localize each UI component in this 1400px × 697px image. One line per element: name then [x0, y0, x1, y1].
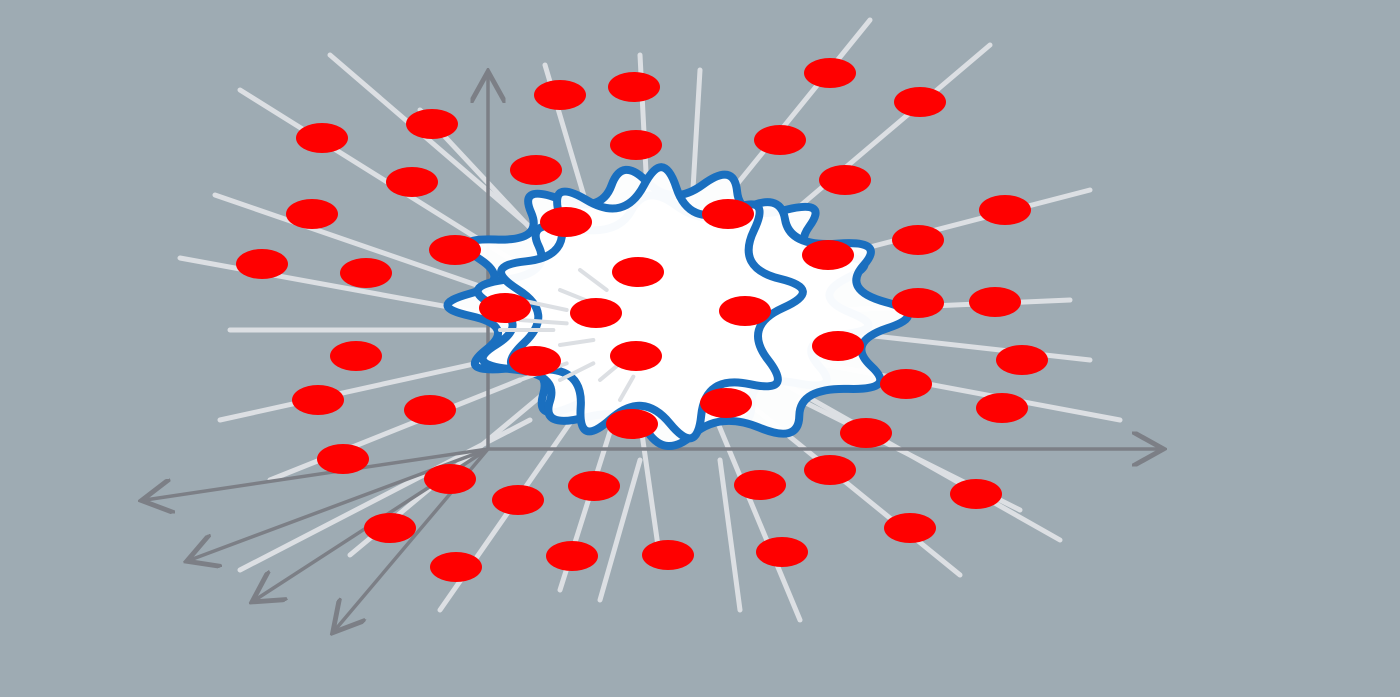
data-point [546, 541, 598, 571]
data-point [479, 293, 531, 323]
data-point [880, 369, 932, 399]
data-point [510, 155, 562, 185]
spoke-overlay [558, 361, 596, 382]
data-point [286, 199, 338, 229]
data-point [719, 296, 771, 326]
data-point [340, 258, 392, 288]
data-point [406, 109, 458, 139]
spoke-line [717, 457, 743, 613]
data-point [424, 464, 476, 494]
data-point [236, 249, 288, 279]
axis-left-1 [145, 447, 489, 500]
data-point [804, 58, 856, 88]
data-point [700, 388, 752, 418]
data-point [840, 418, 892, 448]
data-point [756, 537, 808, 567]
data-point [754, 125, 806, 155]
data-point [429, 235, 481, 265]
data-point [570, 298, 622, 328]
data-point [979, 195, 1031, 225]
spoke-line [212, 192, 523, 303]
data-point [509, 346, 561, 376]
data-point [950, 479, 1002, 509]
data-point [430, 552, 482, 582]
spoke-overlay [618, 374, 636, 402]
data-point [610, 130, 662, 160]
spoke-line [637, 417, 663, 563]
data-point [534, 80, 586, 110]
data-point [819, 165, 871, 195]
data-point [610, 341, 662, 371]
data-point [802, 240, 854, 270]
spoke-overlay [578, 268, 609, 292]
data-point [606, 409, 658, 439]
data-point [364, 513, 416, 543]
points-layer [236, 58, 1048, 582]
data-point [492, 485, 544, 515]
data-point [386, 167, 438, 197]
data-point [642, 540, 694, 570]
spoke-line [267, 377, 523, 483]
data-point [894, 87, 946, 117]
spoke-overlay [518, 318, 569, 326]
spoke-line [237, 417, 533, 573]
data-point [884, 513, 936, 543]
data-point [296, 123, 348, 153]
data-point [976, 393, 1028, 423]
data-point [969, 287, 1021, 317]
data-point [608, 72, 660, 102]
data-point [317, 444, 369, 474]
data-point [612, 257, 664, 287]
data-point [812, 331, 864, 361]
data-point [804, 455, 856, 485]
spoke-line [597, 457, 643, 603]
data-point [996, 345, 1048, 375]
spoke-overlay [598, 361, 622, 382]
data-point [292, 385, 344, 415]
data-point [734, 470, 786, 500]
data-point [330, 341, 382, 371]
data-point [540, 207, 592, 237]
data-point [568, 471, 620, 501]
spoke-overlay [558, 338, 596, 347]
data-point [404, 395, 456, 425]
data-point [892, 288, 944, 318]
data-point [892, 225, 944, 255]
data-point [702, 199, 754, 229]
